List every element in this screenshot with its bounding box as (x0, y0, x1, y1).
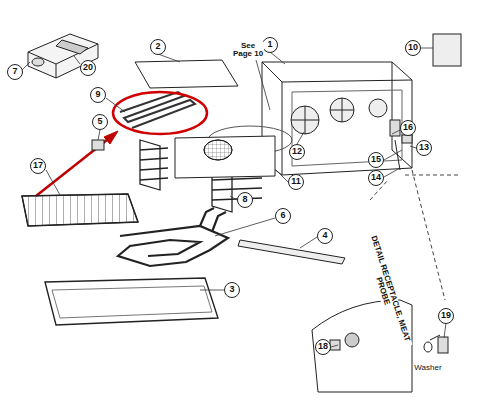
callout-number: 1 (267, 40, 272, 49)
callout-circle (369, 153, 384, 168)
callout-circle (238, 193, 253, 208)
callout-number: 4 (322, 231, 327, 240)
callout-number: 9 (95, 90, 100, 99)
callout-circle (225, 283, 240, 298)
callout-circle (290, 145, 305, 160)
pointer-arrow (36, 136, 112, 196)
callout-number: 10 (408, 43, 418, 52)
highlight-ring (113, 92, 207, 134)
callout-circle (276, 209, 291, 224)
probe-receptacle-detail (312, 300, 448, 392)
callout-circle (316, 340, 331, 355)
note-text: See Page 10 (232, 42, 264, 59)
pointer-arrowhead (104, 131, 118, 144)
callout-number: 7 (12, 67, 17, 76)
callout-number: 2 (155, 42, 160, 51)
callout-circle (93, 115, 108, 130)
callout-number: 8 (242, 195, 247, 204)
part-name: Washer (414, 364, 441, 372)
callout-circle (8, 65, 23, 80)
callout-circle (417, 141, 432, 156)
top-panel (135, 60, 238, 88)
broil-element (118, 208, 228, 266)
broil-pan (45, 278, 218, 325)
callout-circle (31, 159, 46, 174)
callout-number: 6 (280, 211, 285, 220)
callout-number: 19 (441, 311, 451, 320)
callout-circle (81, 61, 96, 76)
callout-number: 20 (83, 63, 93, 72)
callout-circle (289, 175, 304, 190)
oven-rack (22, 194, 138, 226)
trim-strip (238, 240, 345, 264)
callout-number: 11 (291, 177, 301, 186)
callout-circle (369, 171, 384, 186)
callout-number: 13 (419, 143, 429, 152)
callout-number: 12 (292, 147, 302, 156)
control-housing (28, 34, 98, 78)
clip (92, 140, 104, 150)
callout-number: 3 (229, 285, 234, 294)
callout-circle (318, 229, 333, 244)
callout-circle (151, 40, 166, 55)
callout-number: 5 (97, 117, 102, 126)
callout-circle (439, 309, 454, 324)
callout-number: 17 (33, 161, 43, 170)
callout-circle (401, 121, 416, 136)
back-panel (175, 136, 275, 178)
callout-number: 14 (371, 173, 381, 182)
callout-number: 15 (371, 155, 381, 164)
callout-circle (91, 88, 106, 103)
control-module (433, 34, 461, 66)
callout-number: 18 (318, 342, 328, 351)
callout-circle (406, 41, 421, 56)
callout-circle (263, 38, 278, 53)
callout-number: 16 (403, 123, 413, 132)
